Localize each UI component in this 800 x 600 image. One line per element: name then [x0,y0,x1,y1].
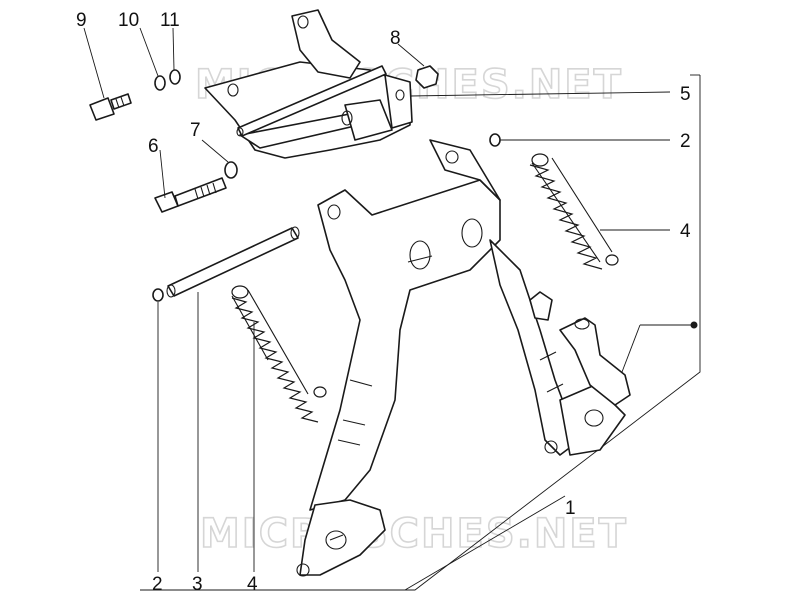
callout-3: 3 [192,574,203,595]
circlip-right [489,133,501,147]
callout-1: 1 [565,498,576,519]
leader-lines [83,27,694,591]
callout-11: 11 [160,10,180,31]
washer-10 [154,75,166,91]
assembly-frame-lines [140,74,701,591]
bolt-upper [89,93,132,121]
center-stand-body [296,139,631,577]
connection-dot [690,321,698,329]
callout-2-bottom: 2 [152,574,163,595]
nut [415,65,439,89]
washer-lower [224,161,238,179]
watermark-bottom: MICROSCHES.NET [200,511,628,557]
callout-4-top: 4 [680,221,691,242]
washer-11 [169,69,181,85]
mounting-bracket [204,9,413,159]
pivot-pin [166,226,300,298]
callout-2-top: 2 [680,131,691,152]
spring-left [231,285,327,423]
callout-4-bottom: 4 [247,574,258,595]
callout-8: 8 [390,28,401,49]
callout-7: 7 [190,120,201,141]
callout-6: 6 [148,136,159,157]
callout-10: 10 [118,10,139,31]
circlip-left [152,288,164,302]
callout-5: 5 [680,84,691,105]
spring-right [529,153,619,270]
callout-9: 9 [76,10,87,31]
bolt-lower [154,177,227,213]
